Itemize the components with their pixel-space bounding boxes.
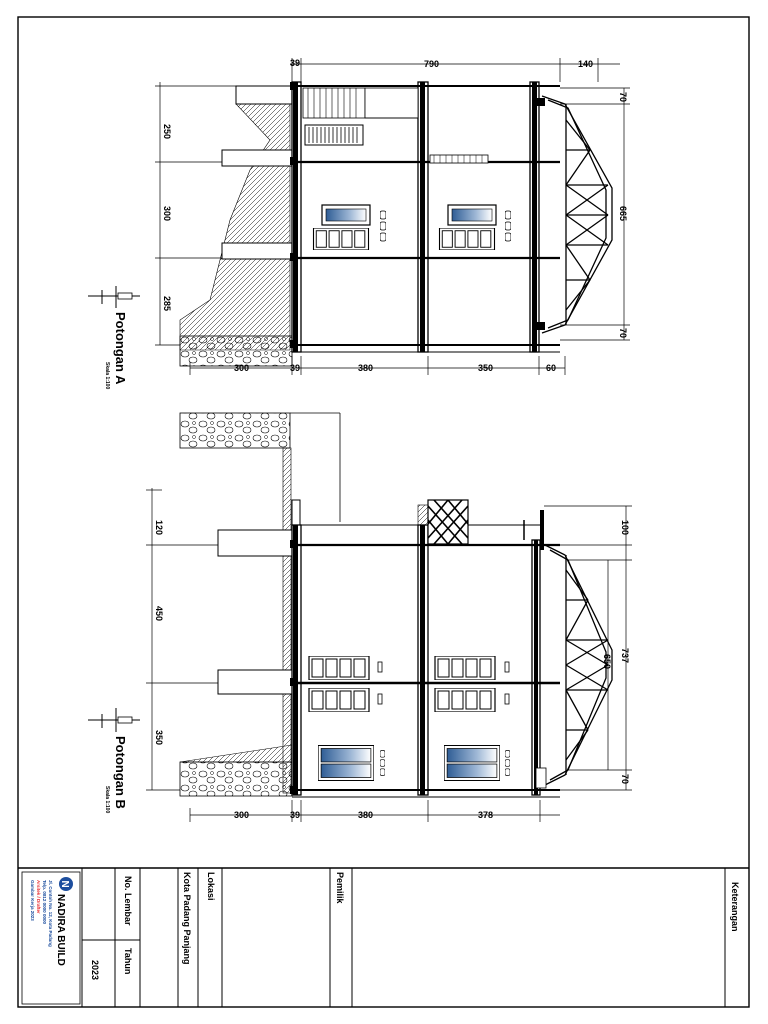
- dim-a-b5: 60: [546, 363, 556, 373]
- kota-label: Kota Padang Panjang: [182, 872, 192, 965]
- dim-a-r3: 70: [618, 328, 628, 338]
- dim-a-h3: 285: [162, 296, 172, 311]
- dim-b-h2: 450: [154, 606, 164, 621]
- section-b-title: Potongan B: [113, 736, 128, 809]
- company-name: NADIRA BUILD: [55, 894, 66, 966]
- dim-a-b4: 350: [478, 363, 493, 373]
- keterangan-label: Keterangan: [730, 882, 740, 932]
- dim-a-h1: 250: [162, 124, 172, 139]
- dim-a-h2: 300: [162, 206, 172, 221]
- dim-b-r1: 100: [620, 520, 630, 535]
- company-logo: N NADIRA BUILD Jl. Contoh No. 12, Kota P…: [30, 877, 73, 966]
- dim-b-r3: 650: [602, 654, 612, 669]
- dim-b-r4: 70: [620, 774, 630, 784]
- section-a-label: Potongan A Skala 1:100: [88, 286, 140, 389]
- pemilik-label: Pemilik: [335, 872, 345, 905]
- section-b-label: Potongan B Skala 1:100: [88, 708, 140, 813]
- dim-a-b2: 39: [290, 363, 300, 373]
- title-block: [18, 867, 749, 1007]
- company-info-2: Telp. 0812 0000 0000: [42, 880, 47, 924]
- company-info-4: Gambar Kerja 2023: [30, 880, 35, 921]
- dim-b-h3: 350: [154, 730, 164, 745]
- dim-a-b1: 300: [234, 363, 249, 373]
- svg-text:N: N: [59, 881, 70, 888]
- section-a-scale: Skala 1:100: [104, 362, 110, 389]
- company-info-1: Jl. Contoh No. 12, Kota Padang: [48, 880, 53, 947]
- section-a-dimensions: 250 300 285 39 790 140 70 665 70 300 39 …: [162, 58, 628, 373]
- dim-a-r2: 665: [618, 206, 628, 221]
- year-value: 2023: [90, 960, 100, 980]
- dim-a-b3: 380: [358, 363, 373, 373]
- dim-a-top2: 790: [424, 59, 439, 69]
- dim-b-b2: 39: [290, 810, 300, 820]
- section-a-title: Potongan A: [113, 312, 128, 385]
- section-b-drawing: [146, 412, 632, 822]
- no-lembar-label: No. Lembar: [123, 876, 133, 926]
- lokasi-label: Lokasi: [206, 872, 216, 901]
- tahun-label: Tahun: [123, 948, 133, 974]
- dim-a-r1: 70: [618, 92, 628, 102]
- logo-mark-icon: [59, 877, 73, 891]
- dim-b-h1: 120: [154, 520, 164, 535]
- company-info-3: Arsitek / Drafter: [36, 880, 41, 914]
- dim-a-top1: 39: [290, 58, 300, 68]
- dim-b-b3: 380: [358, 810, 373, 820]
- section-a-drawing: [155, 58, 630, 375]
- section-b-dimensions: 120 450 350 100 737 650 70 300 39 380 37…: [154, 520, 630, 820]
- dim-b-b4: 378: [478, 810, 493, 820]
- dim-b-b1: 300: [234, 810, 249, 820]
- dim-b-r2: 737: [620, 648, 630, 663]
- section-b-scale: Skala 1:100: [104, 786, 110, 813]
- dim-a-top3: 140: [578, 59, 593, 69]
